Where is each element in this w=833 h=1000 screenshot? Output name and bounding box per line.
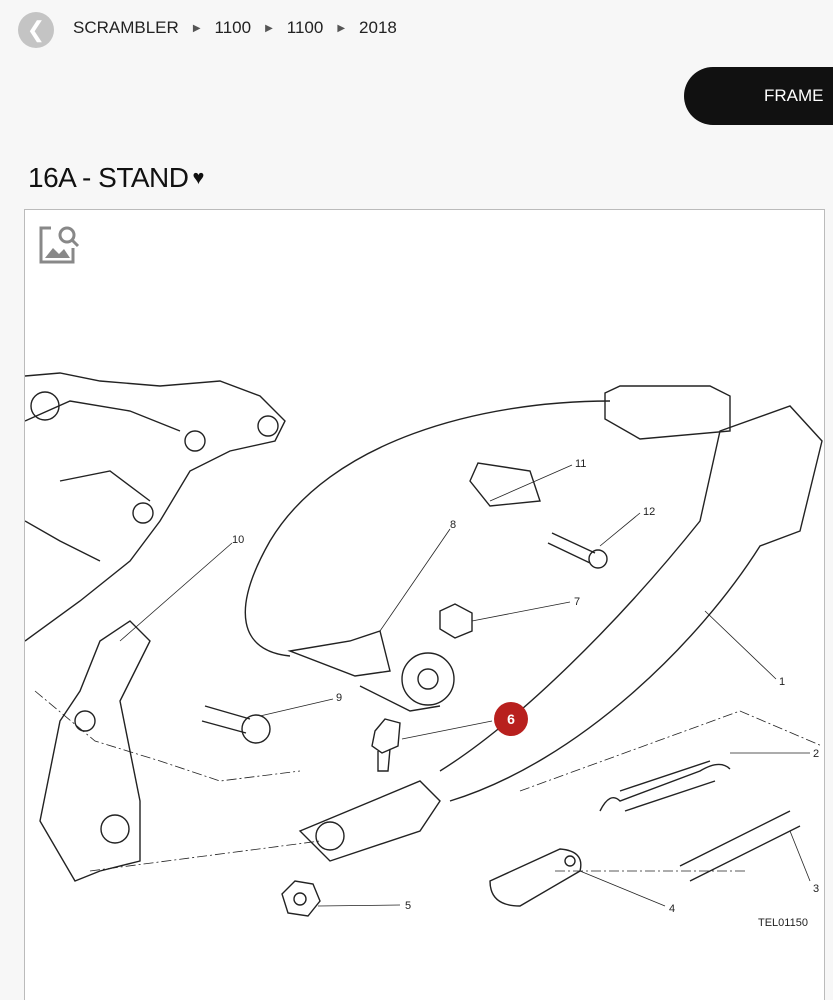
chevron-right-icon: ▶	[192, 22, 201, 34]
callout-4[interactable]: 4	[669, 903, 675, 915]
chevron-right-icon: ▶	[265, 22, 273, 34]
callout-11[interactable]: 11	[575, 458, 586, 470]
category-label: FRAME	[764, 86, 824, 105]
callout-7[interactable]: 7	[574, 596, 580, 608]
page-title[interactable]: 16A - STAND♥	[28, 162, 204, 194]
drawing-code: TEL01150	[758, 917, 808, 929]
page-title-text: 16A - STAND	[28, 162, 189, 193]
breadcrumb-item[interactable]: 1100	[214, 18, 252, 37]
exploded-view-drawing: 11 12 8 7 10 9 1 2 3 4 5 TEL01150 6	[25, 372, 823, 929]
callout-1[interactable]: 1	[779, 676, 785, 688]
breadcrumb: SCRAMBLER ▶ 1100 ▶ 1100 ▶ 2018	[73, 18, 397, 38]
callout-6-highlight[interactable]: 6	[494, 702, 528, 736]
heart-icon[interactable]: ♥	[192, 166, 204, 189]
callout-3[interactable]: 3	[813, 883, 819, 895]
callout-5[interactable]: 5	[405, 900, 411, 912]
callout-2[interactable]: 2	[813, 748, 819, 760]
category-button[interactable]: FRAME	[684, 67, 833, 125]
chevron-left-icon: ❮	[26, 17, 46, 42]
parts-diagram: 11 12 8 7 10 9 1 2 3 4 5 TEL01150 6	[24, 209, 825, 1000]
image-zoom-icon[interactable]	[37, 222, 81, 266]
callout-9[interactable]: 9	[336, 692, 342, 704]
callout-12[interactable]: 12	[643, 506, 655, 518]
callout-8[interactable]: 8	[450, 519, 456, 531]
breadcrumb-item[interactable]: SCRAMBLER	[73, 18, 179, 37]
chevron-right-icon: ▶	[337, 22, 346, 34]
breadcrumb-item[interactable]: 2018	[359, 18, 397, 37]
back-button[interactable]: ❮	[18, 12, 54, 48]
callout-6[interactable]: 6	[507, 711, 515, 727]
breadcrumb-item[interactable]: 1100	[286, 18, 324, 37]
callout-10[interactable]: 10	[232, 534, 244, 546]
